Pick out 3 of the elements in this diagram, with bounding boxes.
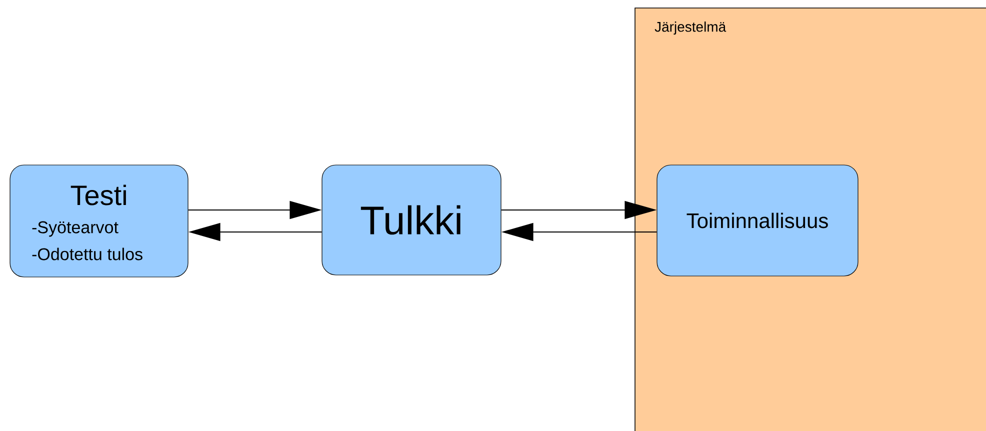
process-box: Tulkki — [322, 164, 502, 276]
process-box: Toiminnallisuus — [656, 164, 858, 276]
process-box: Testi -Syötearvot -Odotettu tulos — [10, 164, 188, 278]
